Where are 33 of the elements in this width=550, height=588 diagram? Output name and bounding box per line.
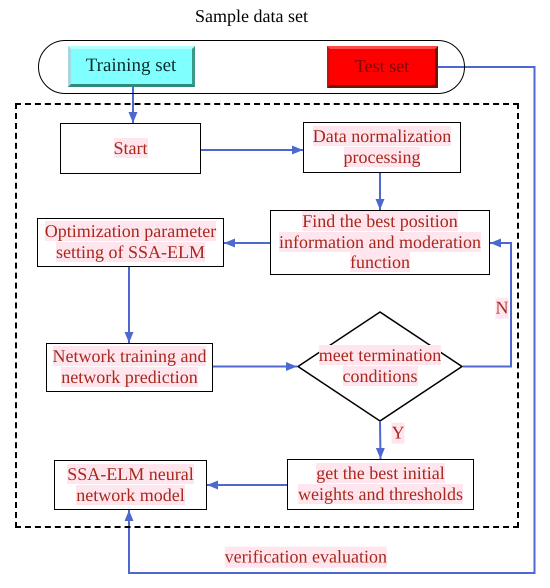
dataset-box (326, 46, 438, 88)
edge-label: N (496, 298, 508, 319)
process-box (37, 218, 224, 267)
node-text: get the best initial weights and thresholds (297, 463, 464, 505)
dashed-frame (15, 103, 519, 528)
arrow (124, 66, 536, 574)
arrow (124, 267, 134, 343)
node-text: Data normalization processing (312, 126, 452, 168)
edge-label: Y (392, 422, 405, 444)
arrow (128, 86, 138, 123)
node-text: SSA-ELM neural network model (66, 464, 195, 506)
decision-diamond (297, 311, 463, 422)
arrow (207, 480, 287, 490)
arrow (224, 238, 270, 248)
node-text: Find the best position information and moderation function (278, 211, 482, 274)
node-text: Test set (354, 56, 410, 76)
process-box (287, 459, 474, 510)
node-text: Training set (86, 55, 176, 77)
node-text: Optimization parameter setting of SSA-ELM (44, 221, 218, 263)
arrow (376, 173, 384, 210)
node-text: Start (114, 138, 148, 158)
dataset-box (68, 46, 194, 86)
process-box (303, 122, 461, 173)
process-box (54, 460, 207, 510)
arrow (376, 422, 385, 460)
node-text: Network training and network prediction (52, 346, 208, 388)
process-box (46, 343, 213, 392)
group-heading: Sample data set (195, 6, 308, 26)
arrow (201, 146, 303, 154)
arrow (463, 238, 512, 368)
edge-label: verification evaluation (224, 546, 388, 568)
arrow (213, 362, 297, 371)
process-box (60, 123, 201, 174)
